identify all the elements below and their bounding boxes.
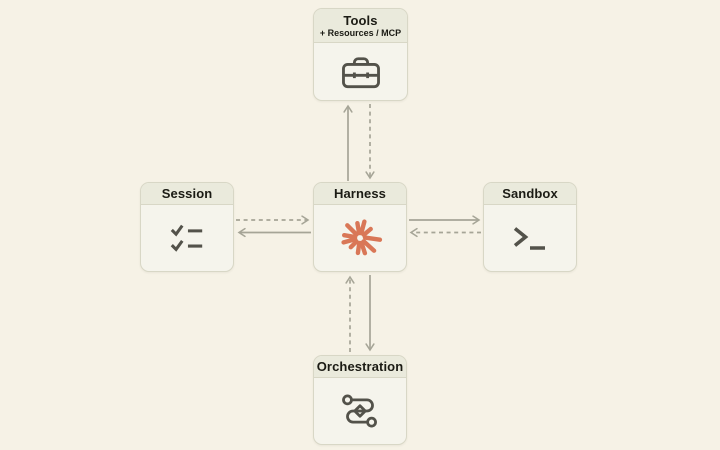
node-orchestration-title: Orchestration [316, 358, 404, 374]
node-harness-header: Harness [314, 183, 406, 205]
node-tools-header: Tools + Resources / MCP [314, 9, 407, 43]
node-session: Session [140, 182, 234, 272]
node-orchestration: Orchestration [313, 355, 407, 445]
starburst-icon [341, 219, 383, 256]
node-orchestration-header: Orchestration [314, 356, 406, 378]
node-harness-body [314, 205, 406, 271]
node-tools-body [314, 43, 407, 100]
terminal-icon [513, 227, 545, 250]
node-orchestration-body [314, 378, 406, 444]
node-sandbox-title: Sandbox [502, 185, 558, 201]
toolbox-icon [341, 56, 380, 88]
node-tools-title: Tools [343, 12, 378, 28]
node-sandbox: Sandbox [483, 182, 577, 272]
route-icon [342, 394, 377, 428]
node-session-body [141, 205, 233, 271]
node-session-header: Session [141, 183, 233, 205]
node-sandbox-header: Sandbox [484, 183, 576, 205]
node-tools: Tools + Resources / MCP [313, 8, 408, 101]
checklist-icon [170, 224, 203, 252]
node-tools-subtitle: + Resources / MCP [319, 27, 402, 38]
node-session-title: Session [161, 185, 213, 201]
node-harness-title: Harness [333, 185, 386, 201]
node-harness: Harness [313, 182, 407, 272]
node-sandbox-body [484, 205, 576, 271]
